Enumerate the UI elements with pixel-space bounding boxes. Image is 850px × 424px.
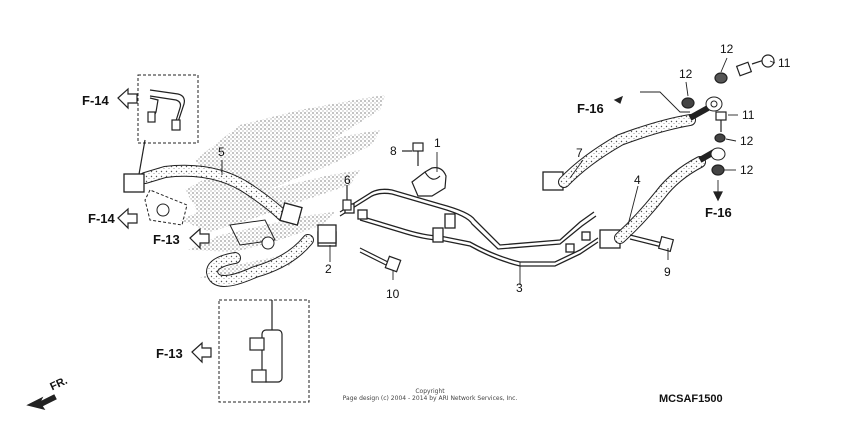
valve-component	[249, 300, 283, 383]
leader-lines	[221, 57, 776, 285]
ref-f16-top[interactable]: F-16	[577, 101, 604, 116]
ref-f14-mid[interactable]: F-14	[88, 211, 115, 226]
diagram-code: MCSAF1500	[659, 393, 723, 405]
joint-block-2	[317, 224, 337, 244]
callout-part-9: 9	[664, 265, 671, 279]
callout-part-4: 4	[634, 173, 641, 187]
wing-watermark	[180, 95, 385, 278]
fitting-6	[342, 185, 352, 211]
hose-4	[599, 147, 726, 249]
reference-arrows	[26, 87, 723, 410]
bolt-9	[629, 234, 675, 253]
copyright-notice: Copyright Page design (c) 2004 - 2014 by…	[320, 388, 540, 402]
ref-f13-bottom[interactable]: F-13	[156, 346, 183, 361]
bolt-10	[359, 247, 402, 273]
hose-7	[542, 96, 723, 191]
callout-part-8: 8	[390, 144, 397, 158]
callout-part-1: 1	[434, 136, 441, 150]
ref-f13-mid[interactable]: F-13	[153, 232, 180, 247]
callout-part-12-bottom: 12	[740, 163, 754, 177]
callout-part-11-mid: 11	[742, 108, 755, 122]
inset-box-mid	[144, 189, 188, 226]
bolt-8	[402, 142, 424, 166]
ref-f14-top[interactable]: F-14	[82, 93, 109, 108]
callout-part-5: 5	[218, 145, 225, 159]
hose-5	[123, 164, 303, 226]
pipe-3	[339, 188, 599, 267]
copyright-line-1: Copyright	[415, 388, 445, 395]
inset-box-bottom	[218, 299, 310, 403]
callout-part-12-top: 12	[720, 42, 734, 56]
ref-f16-right[interactable]: F-16	[705, 205, 732, 220]
inset-box-top	[137, 74, 199, 144]
inset-pipes-top	[137, 89, 185, 181]
clamp-1	[411, 167, 447, 197]
washers-and-bolts-right	[681, 54, 775, 176]
callout-part-6: 6	[344, 173, 351, 187]
callout-part-12-left: 12	[679, 67, 693, 81]
callout-part-2: 2	[325, 262, 332, 276]
callout-part-7: 7	[576, 146, 583, 160]
callout-part-10: 10	[386, 287, 400, 301]
callout-part-3: 3	[516, 281, 523, 295]
copyright-line-2: Page design (c) 2004 - 2014 by ARI Netwo…	[342, 395, 518, 402]
callout-part-11-top: 11	[778, 56, 791, 70]
callout-part-12-mid: 12	[740, 134, 754, 148]
